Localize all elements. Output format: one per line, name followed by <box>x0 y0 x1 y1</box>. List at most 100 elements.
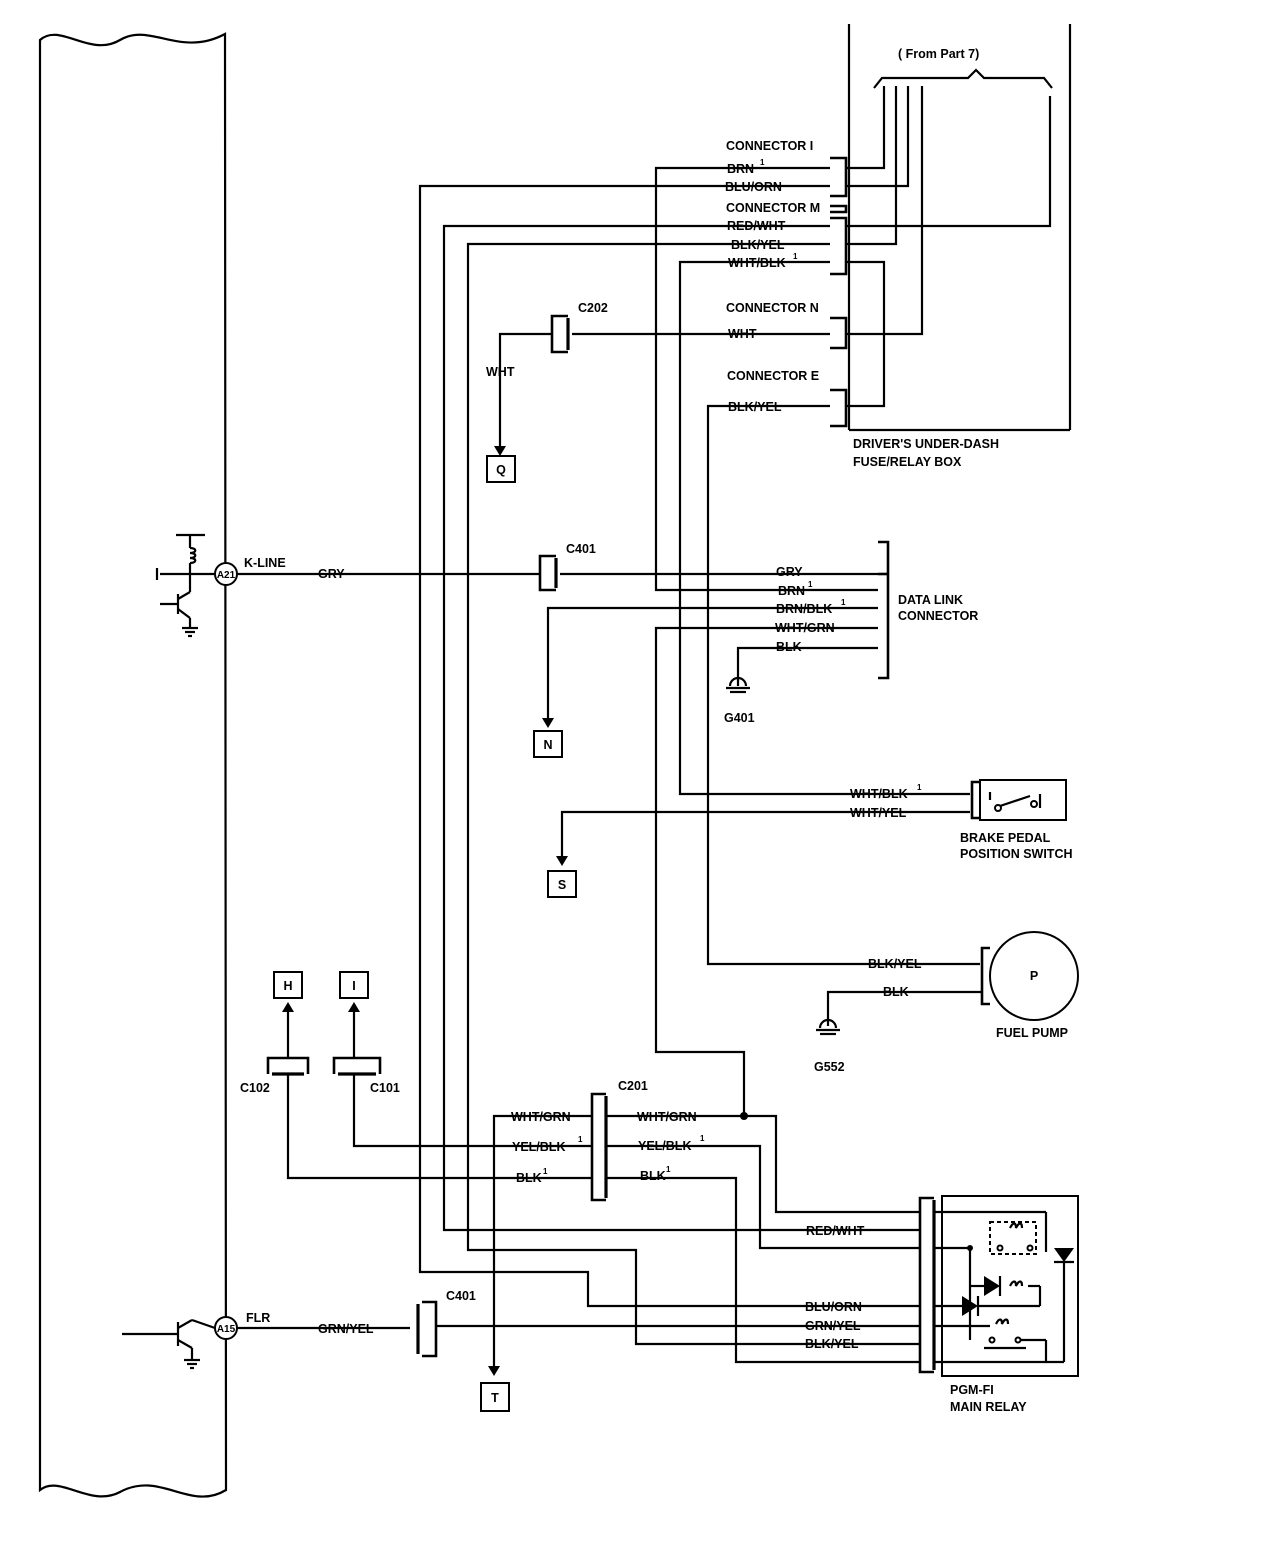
svg-text:H: H <box>283 979 292 993</box>
dlc-wht-grn-label: WHT/GRN <box>775 621 835 635</box>
q-arrow <box>494 446 506 456</box>
dlc-brn-sup: 1 <box>808 580 813 589</box>
k-line-label: K-LINE <box>244 556 286 570</box>
harness-wires <box>418 166 980 1346</box>
yel-blk-wire-relay <box>606 1144 920 1250</box>
blk-wire-relay <box>606 1176 920 1364</box>
c401-lower-label: C401 <box>446 1289 476 1303</box>
ref-box-s: S <box>547 870 577 898</box>
svg-text:I: I <box>352 979 355 993</box>
blk-wire-dlc <box>736 646 878 686</box>
wht-wire-c202-left <box>498 332 552 452</box>
ref-box-t: T <box>480 1382 510 1412</box>
wht-grn-wire-dlc <box>654 626 878 1116</box>
c201-r-wht-grn: WHT/GRN <box>637 1110 697 1124</box>
flr-grn-yel-label: GRN/YEL <box>318 1322 374 1336</box>
svg-text:A21: A21 <box>217 570 236 581</box>
ecm-pin-a21: A21 <box>214 562 238 586</box>
c201-l-yel-blk: YEL/BLK <box>512 1140 565 1154</box>
dlc-brn-label: BRN <box>778 584 805 598</box>
ground-g401 <box>726 676 750 694</box>
fuse-box-title-2: FUSE/RELAY BOX <box>853 455 962 469</box>
dlc-brn-blk-sup: 1 <box>841 598 846 607</box>
yel-blk-wire-left <box>352 1074 592 1148</box>
connector-i-label: CONNECTOR I <box>726 139 813 153</box>
svg-text:P: P <box>1030 969 1038 983</box>
fuse-box-internal-wires <box>846 86 1052 408</box>
c201-connector <box>590 1092 608 1202</box>
g552-label: G552 <box>814 1060 845 1074</box>
c202-connector <box>550 314 570 354</box>
connector-m-label: CONNECTOR M <box>726 201 820 215</box>
brake-wht-blk-label: WHT/BLK <box>850 787 908 801</box>
fb-wht-blk-sup: 1 <box>793 252 798 261</box>
wht-grn-wire-t <box>492 1114 592 1372</box>
c102-connector <box>266 1002 310 1076</box>
dlc-blk-label: BLK <box>776 640 802 654</box>
s-arrow <box>556 856 568 866</box>
dlc-brn-blk-label: BRN/BLK <box>776 602 832 616</box>
main-relay-title-2: MAIN RELAY <box>950 1400 1027 1414</box>
dlc-gry-label: GRY <box>776 565 803 579</box>
blk-wire-pump <box>826 990 982 1026</box>
wht-yel-wire <box>560 810 970 862</box>
flr-internal-circuit <box>122 1318 216 1370</box>
relay-blk-yel-label: BLK/YEL <box>805 1337 859 1351</box>
c102-label: C102 <box>240 1081 270 1095</box>
pump-blk-yel-label: BLK/YEL <box>868 957 922 971</box>
gry-ecm-label: GRY <box>318 567 345 581</box>
brn-blk-wire <box>546 606 878 724</box>
ref-box-i: I <box>339 971 369 999</box>
c201-l-wht-grn: WHT/GRN <box>511 1110 571 1124</box>
c101-connector <box>332 1002 382 1076</box>
fuse-box-title-1: DRIVER'S UNDER-DASH <box>853 437 999 451</box>
svg-text:A15: A15 <box>217 1324 236 1335</box>
wht-grn-wire-relay <box>606 1114 920 1214</box>
fb-brn-sup: 1 <box>760 158 765 167</box>
ref-box-h: H <box>273 971 303 999</box>
c202-label: C202 <box>578 301 608 315</box>
c101-label: C101 <box>370 1081 400 1095</box>
n-arrow <box>542 718 554 728</box>
ecm-body <box>38 32 228 1498</box>
ref-box-n: N <box>533 730 563 758</box>
pgm-fi-main-relay <box>918 1195 1079 1377</box>
data-link-connector <box>878 540 890 680</box>
c201-r-blk-sup: 1 <box>666 1165 671 1174</box>
brake-title-1: BRAKE PEDAL <box>960 831 1051 845</box>
c201-l-yel-blk-sup: 1 <box>578 1135 583 1144</box>
svg-text:T: T <box>491 1391 499 1405</box>
ref-box-q: Q <box>486 455 516 483</box>
data-link-title-2: CONNECTOR <box>898 609 978 623</box>
c201-r-blk: BLK <box>640 1169 666 1183</box>
relay-red-wht-label: RED/WHT <box>806 1224 865 1238</box>
brake-switch <box>970 779 1067 821</box>
c201-l-blk: BLK <box>516 1171 542 1185</box>
relay-blu-orn-label: BLU/ORN <box>805 1300 862 1314</box>
svg-text:N: N <box>543 738 552 752</box>
c401-lower-connector <box>416 1300 438 1358</box>
c202-wht-label: WHT <box>486 365 515 379</box>
c401-upper-connector <box>538 554 558 592</box>
g401-label: G401 <box>724 711 755 725</box>
connector-brackets <box>830 156 848 428</box>
pump-blk-label: BLK <box>883 985 909 999</box>
connector-n-label: CONNECTOR N <box>726 301 819 315</box>
c201-r-yel-blk-sup: 1 <box>700 1134 705 1143</box>
ground-g552 <box>816 1018 840 1036</box>
connector-e-label: CONNECTOR E <box>727 369 819 383</box>
ecm-pin-a15: A15 <box>214 1316 238 1340</box>
c201-label: C201 <box>618 1079 648 1093</box>
from-part-label: ( From Part 7) <box>898 47 979 61</box>
main-relay-title-1: PGM-FI <box>950 1383 994 1397</box>
blk-wire-left <box>286 1074 592 1180</box>
svg-text:S: S <box>558 878 566 892</box>
svg-text:Q: Q <box>496 463 506 477</box>
fuel-pump-title: FUEL PUMP <box>996 1026 1068 1040</box>
brake-wht-blk-sup: 1 <box>917 783 922 792</box>
fuel-pump: P <box>980 931 1079 1021</box>
brake-title-2: POSITION SWITCH <box>960 847 1073 861</box>
t-arrow <box>488 1366 500 1376</box>
k-line-internal-circuit <box>155 533 215 638</box>
